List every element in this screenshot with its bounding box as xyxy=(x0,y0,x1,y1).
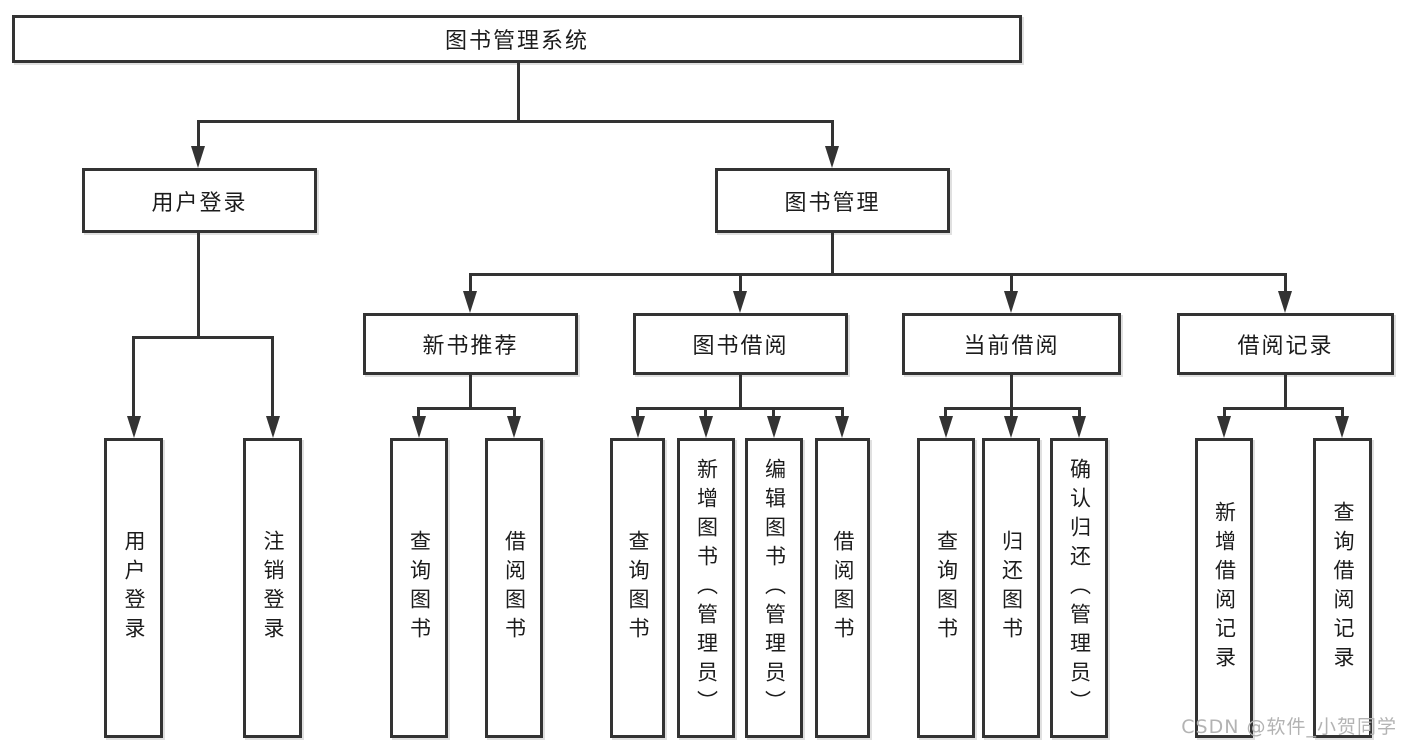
arrowhead-user-login xyxy=(191,146,205,168)
arrowhead-cb-1 xyxy=(939,416,953,438)
connector-root-vertical xyxy=(517,63,520,120)
arrowhead-bb-3 xyxy=(767,416,781,438)
arrowhead-cb-3 xyxy=(1072,416,1086,438)
node-library-management-system: 图书管理系统 xyxy=(12,15,1022,63)
connector-stub-bb-4 xyxy=(841,407,844,418)
connector-stub-user-login xyxy=(197,120,200,148)
leaf-query-borrow-record: 查询借阅记录 xyxy=(1313,438,1372,738)
connector-stub-nbr-2 xyxy=(513,407,516,418)
connector-user-login-horizontal xyxy=(132,336,274,339)
arrowhead-new-book xyxy=(463,291,477,313)
leaf-borrow-books-recommend: 借阅图书 xyxy=(485,438,543,738)
node-borrow-records: 借阅记录 xyxy=(1177,313,1394,375)
connector-stub-book-management xyxy=(831,120,834,148)
connector-stub-borrow-records xyxy=(1284,273,1287,293)
connector-cb-vertical xyxy=(1010,375,1013,407)
connector-stub-nbr-1 xyxy=(417,407,420,418)
arrowhead-nbr-1 xyxy=(412,416,426,438)
node-book-management: 图书管理 xyxy=(715,168,950,233)
arrowhead-nbr-2 xyxy=(507,416,521,438)
connector-stub-cb-3 xyxy=(1078,407,1081,418)
leaf-add-borrow-record: 新增借阅记录 xyxy=(1195,438,1253,738)
arrowhead-cb-2 xyxy=(1004,416,1018,438)
connector-bb-vertical xyxy=(739,375,742,407)
node-user-login: 用户登录 xyxy=(82,168,317,233)
connector-stub-br-1 xyxy=(1223,407,1226,418)
arrowhead-current-borrow xyxy=(1004,291,1018,313)
arrowhead-bb-4 xyxy=(835,416,849,438)
leaf-query-books-borrow: 查询图书 xyxy=(610,438,665,738)
leaf-user-login: 用户登录 xyxy=(104,438,163,738)
csdn-watermark: CSDN @软件_小贺同学 xyxy=(1181,716,1397,738)
connector-stub-bb-3 xyxy=(772,407,775,418)
arrowhead-bb-1 xyxy=(631,416,645,438)
arrowhead-logout-leaf xyxy=(266,416,280,438)
connector-bb-horizontal xyxy=(636,407,844,410)
connector-stub-bb-1 xyxy=(636,407,639,418)
arrowhead-br-2 xyxy=(1335,416,1349,438)
connector-stub-cb-2 xyxy=(1010,407,1013,418)
arrowhead-book-borrow xyxy=(733,291,747,313)
connector-root-horizontal xyxy=(197,120,834,123)
leaf-edit-book-admin: 编辑图书（管理员） xyxy=(745,438,803,738)
connector-stub-cb-1 xyxy=(944,407,947,418)
arrowhead-br-1 xyxy=(1217,416,1231,438)
connector-stub-br-2 xyxy=(1341,407,1344,418)
arrowhead-book-management xyxy=(825,146,839,168)
connector-stub-logout-leaf xyxy=(271,336,274,416)
connector-stub-new-book xyxy=(469,273,472,293)
connector-nbr-horizontal xyxy=(417,407,516,410)
leaf-logout: 注销登录 xyxy=(243,438,302,738)
arrowhead-bb-2 xyxy=(699,416,713,438)
connector-br-vertical xyxy=(1284,375,1287,407)
leaf-return-books: 归还图书 xyxy=(982,438,1040,738)
leaf-query-books-current: 查询图书 xyxy=(917,438,975,738)
connector-br-horizontal xyxy=(1223,407,1344,410)
connector-stub-current-borrow xyxy=(1010,273,1013,293)
connector-stub-bb-2 xyxy=(704,407,707,418)
connector-stub-login-leaf xyxy=(132,336,135,416)
leaf-confirm-return-admin: 确认归还（管理员） xyxy=(1050,438,1108,738)
connector-stub-book-borrow xyxy=(739,273,742,293)
connector-nbr-vertical xyxy=(469,375,472,407)
leaf-add-book-admin: 新增图书（管理员） xyxy=(677,438,735,738)
arrowhead-borrow-records xyxy=(1278,291,1292,313)
leaf-borrow-books: 借阅图书 xyxy=(815,438,870,738)
connector-user-login-vertical xyxy=(197,233,200,336)
connector-book-mgmt-vertical xyxy=(831,233,834,273)
node-new-book-recommend: 新书推荐 xyxy=(363,313,578,375)
arrowhead-login-leaf xyxy=(127,416,141,438)
leaf-query-books-recommend: 查询图书 xyxy=(390,438,448,738)
connector-book-mgmt-horizontal xyxy=(469,273,1287,276)
node-book-borrow: 图书借阅 xyxy=(633,313,848,375)
node-current-borrow: 当前借阅 xyxy=(902,313,1121,375)
